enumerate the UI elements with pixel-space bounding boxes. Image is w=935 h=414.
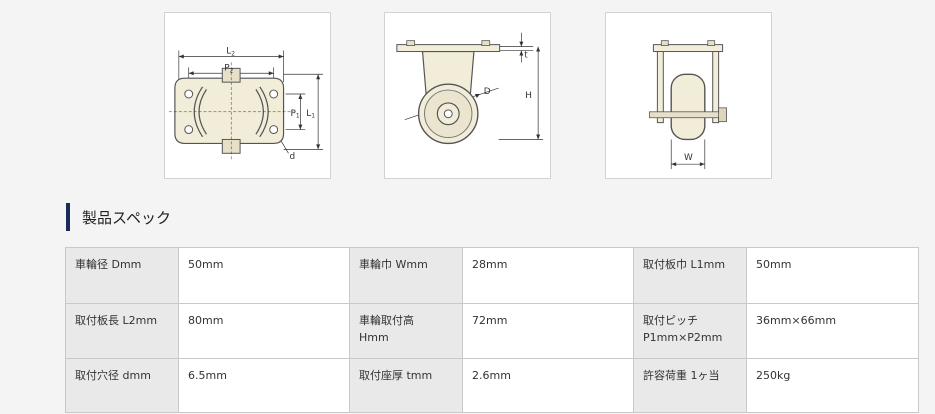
spec-label-cell: 取付ピッチ P1mm×P2mm [633, 303, 747, 359]
side-view-drawing: t H D [396, 32, 544, 145]
spec-value-cell: 28mm [462, 247, 634, 304]
spec-value-cell: 50mm [746, 247, 919, 304]
table-row: 車輪径 Dmm 50mm 車輪巾 Wmm 28mm 取付板巾 L1mm 50mm [65, 247, 919, 304]
l1-label: L1 [306, 109, 315, 120]
spec-table: 車輪径 Dmm 50mm 車輪巾 Wmm 28mm 取付板巾 L1mm 50mm… [65, 247, 919, 413]
spec-label-cell: 取付板巾 L1mm [633, 247, 747, 304]
spec-label-cell: 取付穴径 dmm [65, 358, 179, 413]
spec-label-cell: 車輪径 Dmm [65, 247, 179, 304]
p1-label: P1 [290, 109, 299, 120]
spec-label-cell: 車輪取付高 Hmm [349, 303, 463, 359]
spec-label-cell: 取付板長 L2mm [65, 303, 179, 359]
t-label: t [524, 50, 528, 60]
spec-value-cell: 2.6mm [462, 358, 634, 413]
spec-label-cell: 車輪巾 Wmm [349, 247, 463, 304]
table-row: 取付穴径 dmm 6.5mm 取付座厚 tmm 2.6mm 許容荷重 1ヶ当 2… [65, 358, 919, 413]
front-view-diagram: W [605, 12, 772, 179]
top-view-drawing: L2 P2 P1 L1 d [168, 47, 324, 162]
spec-value-cell: 50mm [178, 247, 350, 304]
spec-value-cell: 250kg [746, 358, 919, 413]
spec-label-cell: 取付座厚 tmm [349, 358, 463, 413]
spec-value-cell: 36mm×66mm [746, 303, 919, 359]
spec-value-cell: 6.5mm [178, 358, 350, 413]
h-label: H [525, 91, 532, 101]
table-row: 取付板長 L2mm 80mm 車輪取付高 Hmm 72mm 取付ピッチ P1mm… [65, 303, 919, 359]
spec-label-cell: 許容荷重 1ヶ当 [633, 358, 747, 413]
w-label: W [684, 153, 693, 163]
p2-label: P2 [224, 63, 233, 74]
front-view-drawing: W [649, 40, 727, 170]
wheel-diameter-label: D [484, 87, 491, 97]
top-view-diagram: L2 P2 P1 L1 d [164, 12, 331, 179]
side-view-diagram: t H D [384, 12, 551, 179]
spec-heading-text: 製品スペック [82, 208, 171, 227]
spec-section-heading: 製品スペック [66, 203, 171, 231]
spec-value-cell: 80mm [178, 303, 350, 359]
spec-value-cell: 72mm [462, 303, 634, 359]
l2-label: L2 [226, 47, 235, 58]
hole-diameter-label: d [289, 152, 295, 162]
